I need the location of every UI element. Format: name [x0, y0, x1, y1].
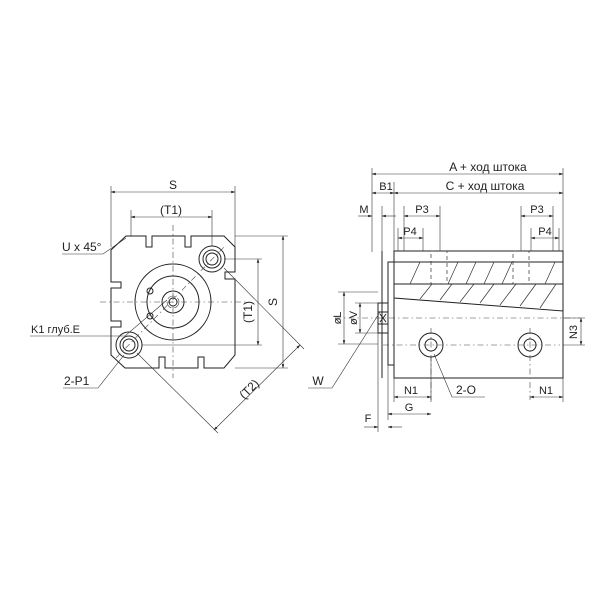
rod-wrench-flat	[378, 311, 388, 325]
dim-p4-right: P4	[538, 226, 551, 238]
front-body-outline	[110, 235, 236, 369]
port-left-hidden	[430, 250, 448, 285]
boss-vent-hole	[146, 287, 154, 295]
mount-hole-lower-inner	[122, 338, 136, 352]
boss-vent-hole-2	[146, 312, 154, 320]
dim-m: M	[359, 204, 368, 216]
port-right-hidden	[512, 250, 530, 285]
hatch-lines	[409, 261, 557, 309]
dim-g: G	[405, 402, 414, 414]
dim-n1-right: N1	[539, 385, 553, 397]
ext-n1-right-b	[530, 397, 563, 402]
dim-n3: N3	[568, 325, 580, 339]
rod-thread	[166, 295, 180, 309]
dim-t2: (T2)	[236, 376, 261, 401]
dim-s-side: S	[266, 298, 280, 306]
mount-hole-upper-inner	[205, 252, 219, 266]
rod-boss-outer	[134, 263, 212, 341]
side-view: A + ход штока B1 C + ход штока M P3 P3 P…	[308, 160, 585, 432]
rod-collar	[387, 261, 395, 366]
leader-holes	[63, 354, 125, 389]
leader-chamfer	[62, 237, 127, 255]
leader-ports	[433, 353, 485, 398]
side-body	[393, 250, 564, 379]
front-view: S (T1) S (T1) (T2) U x 45° K1 глуб.E 2-P…	[30, 178, 305, 434]
dim-p3-right: P3	[530, 204, 543, 216]
dim-s-top: S	[169, 178, 177, 192]
dim-n1-left: N1	[404, 385, 418, 397]
ext-t2-lower	[136, 352, 219, 434]
ext-t2-upper	[223, 267, 305, 350]
dim-c: C + ход штока	[446, 179, 525, 193]
label-thread: K1 глуб.E	[31, 324, 80, 336]
leader-w	[308, 311, 381, 389]
rod-boss-inner	[146, 275, 200, 329]
dim-l: øL	[332, 312, 344, 325]
dim-t1-side: (T1)	[241, 301, 255, 323]
dim-w: W	[312, 374, 324, 388]
mount-hole-upper-mid	[202, 249, 222, 269]
section-taper	[393, 283, 564, 312]
dim-p3-left: P3	[415, 204, 428, 216]
dim-t1-top: (T1)	[160, 203, 182, 217]
dim-p4-left: P4	[403, 226, 416, 238]
rod-thread-core	[168, 297, 178, 307]
dim-a: A + ход штока	[449, 160, 527, 174]
label-chamfer: U x 45°	[62, 240, 102, 254]
dim-f: F	[365, 413, 372, 425]
dim-line-t2	[213, 344, 301, 431]
label-ports: 2-O	[456, 383, 476, 397]
section-wall-top	[393, 261, 564, 285]
dim-b1: B1	[379, 181, 392, 193]
label-holes: 2-P1	[64, 374, 90, 388]
dim-v: øV	[348, 310, 360, 325]
rod-protrusion	[377, 302, 389, 334]
mount-hole-lower-mid	[119, 335, 139, 355]
rod-end	[161, 290, 185, 314]
leader-thread	[30, 299, 168, 337]
